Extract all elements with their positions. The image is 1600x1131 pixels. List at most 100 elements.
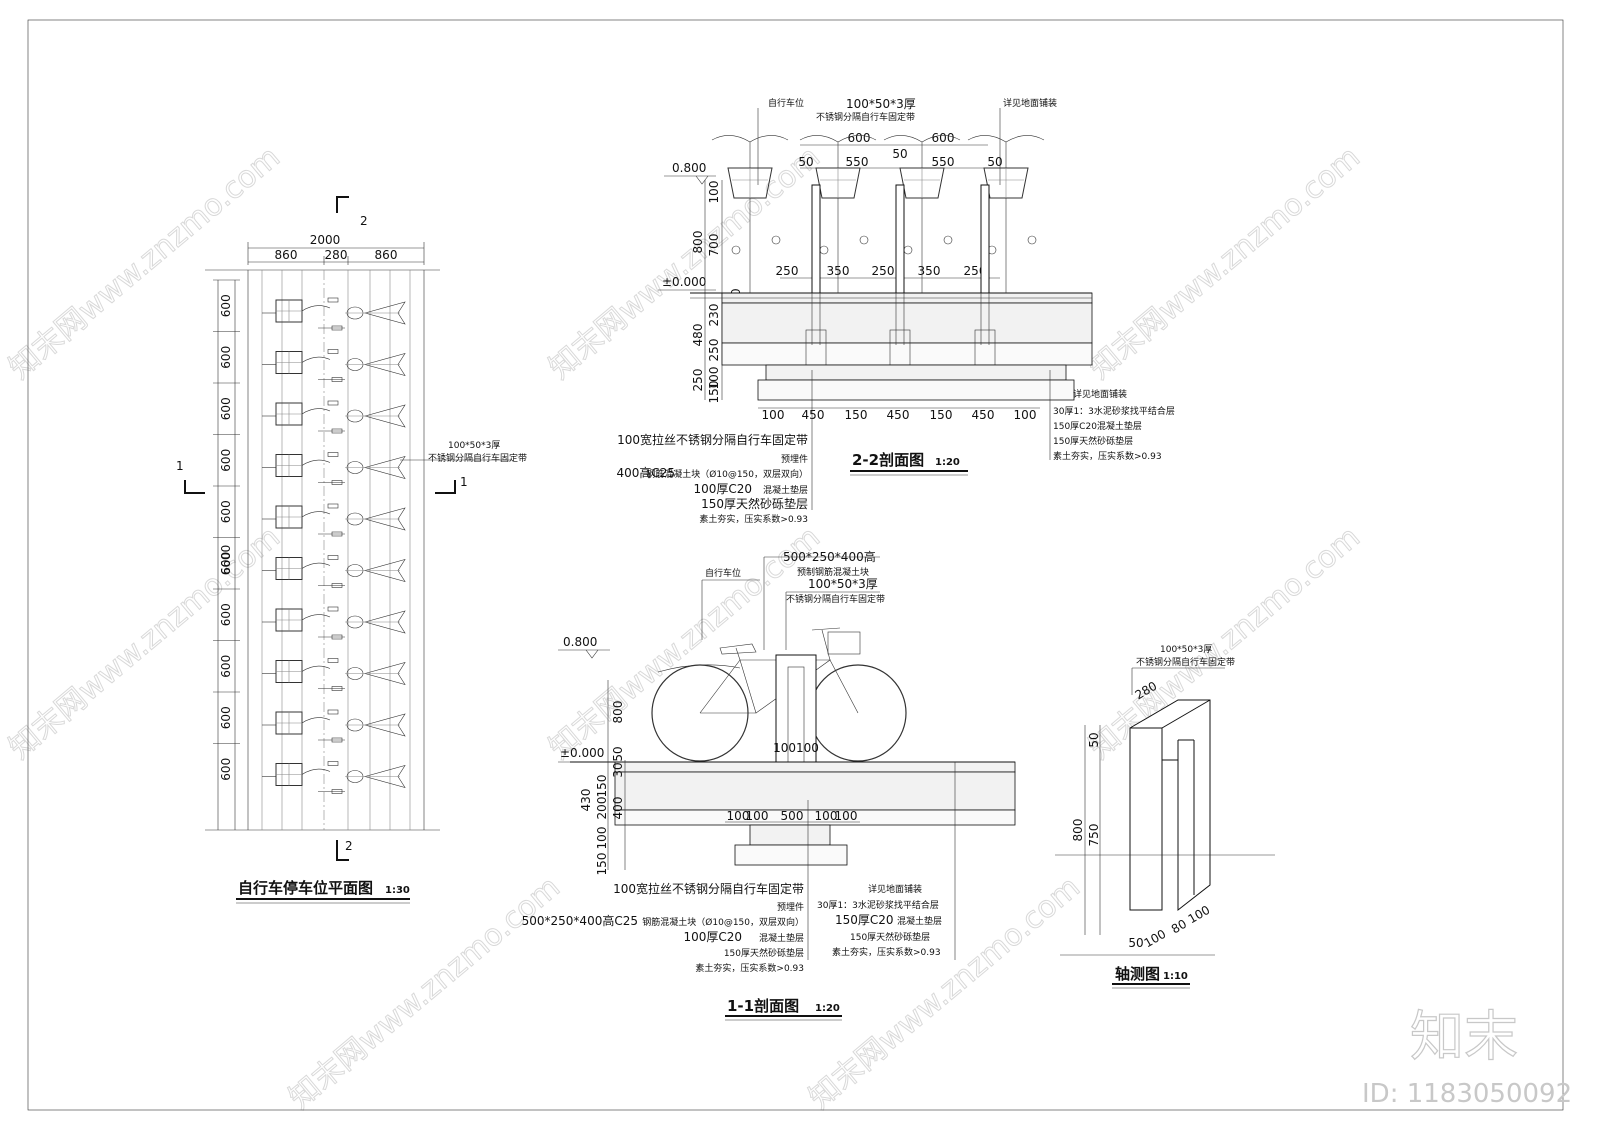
bike-parking-plan: 2000 860 280 860 2 6600 600 600 600 600 600 6… [176, 196, 527, 904]
s11-base [734, 844, 848, 866]
s11-rnote: 150厚天然砂砾垫层 [850, 931, 930, 943]
s11-note: 150厚天然砂砾垫层 [724, 947, 804, 959]
s22-sub-dim: 50 [892, 147, 907, 161]
s22-title: 2-2剖面图 [852, 451, 924, 469]
s11-vdim: 800 [611, 701, 625, 724]
section-mark-2-bottom: 2 [345, 839, 353, 853]
s11-rnote: 详见地面铺装 [868, 883, 922, 895]
s11-label-strap: 不锈钢分隔自行车固定带 [786, 593, 885, 605]
s22-label-paving: 详见地面铺装 [1003, 97, 1057, 109]
plan-width-mid: 280 [325, 248, 348, 262]
axon-dim: 100 [1186, 903, 1213, 927]
plan-spacing-dim: 600 [219, 449, 233, 472]
plan-width-left: 860 [275, 248, 298, 262]
section-mark-2-top: 2 [360, 214, 368, 228]
s22-sub-dim: 50 [987, 155, 1002, 169]
s11-label-block: 500*250*400高 [783, 549, 876, 564]
s11-base-dim: 100 [746, 809, 769, 823]
s11-rnote: 素土夯实，压实系数>0.93 [832, 946, 941, 958]
axon-dim: 80 [1169, 917, 1189, 937]
s22-rnote: 详见地面铺装 [1073, 388, 1127, 400]
plan-scale: 1:30 [385, 885, 410, 896]
axon-callout-desc: 不锈钢分隔自行车固定带 [1136, 656, 1235, 668]
watermark-text: 知末网www.znzmo.com [1083, 520, 1367, 766]
s11-note: 混凝土垫层 [759, 932, 804, 944]
s22-bike-front [711, 135, 789, 293]
s11-vdim: 200 [595, 797, 609, 820]
s11-inner-dim: 100100 [773, 741, 819, 755]
parking-slot: 600 [213, 434, 406, 485]
plan-callout-size: 100*50*3厚 [448, 440, 500, 451]
plan-spacing-dim: 600 [219, 294, 233, 317]
s22-footing [765, 364, 1067, 381]
s22-vdim: 250 [691, 369, 705, 392]
s11-note: 素土夯实，压实系数>0.93 [695, 962, 804, 974]
s11-scale: 1:20 [815, 1003, 840, 1014]
parking-slot: 600 [213, 331, 406, 382]
s11-title: 1-1剖面图 [727, 997, 799, 1015]
section-2-2: 自行车位 100*50*3厚 不锈钢分隔自行车固定带 详见地面铺装 600 60… [616, 97, 1174, 525]
plan-total-length: 6600 [219, 545, 233, 576]
plan-spacing-dim: 600 [219, 706, 233, 729]
s11-base-dim: 500 [781, 809, 804, 823]
axon-callout-size: 100*50*3厚 [1160, 644, 1212, 655]
s22-gravel-layer [721, 342, 1093, 366]
s11-note: 钢筋混凝土块（Ø10@150，双层双向） [642, 916, 804, 928]
s11-concrete [614, 771, 1016, 811]
sheet-border [27, 19, 1564, 1111]
s22-rnote: 150厚天然砂砾垫层 [1053, 435, 1133, 447]
brand-watermark: 知末 [1410, 1005, 1518, 1068]
s22-posts [711, 135, 1045, 366]
s22-note: 混凝土垫层 [763, 484, 808, 496]
s11-label-size: 100*50*3厚 [808, 577, 878, 591]
s22-note: 100宽拉丝不锈钢分隔自行车固定带 [617, 432, 808, 447]
axon-dim: 750 [1087, 824, 1101, 847]
s22-base-dim: 450 [802, 408, 825, 422]
s22-inner-dim: 250 [872, 264, 895, 278]
s22-rnote: 150厚C20混凝土垫层 [1053, 420, 1142, 432]
s22-dim-600b: 600 [932, 131, 955, 145]
watermark-text: 知末网www.znzmo.com [1083, 140, 1367, 386]
id-watermark: ID: 1183050092 [1362, 1079, 1572, 1109]
s22-elev-ground: ±0.000 [662, 275, 706, 289]
s22-label-bike-space: 自行车位 [768, 97, 804, 109]
plan-spacing-dim: 600 [219, 552, 233, 575]
axon-dim: 50 [1087, 732, 1101, 747]
s11-base-dim: 100 [815, 809, 838, 823]
s22-note: 预埋件 [781, 453, 808, 465]
s11-rnote: 混凝土垫层 [897, 915, 942, 927]
plan-width-right: 860 [375, 248, 398, 262]
s22-base-dim: 100 [762, 408, 785, 422]
watermark-text: 知末网www.znzmo.com [283, 870, 567, 1116]
s11-elev-top: 0.800 [563, 635, 597, 649]
axon-scale: 1:10 [1163, 971, 1188, 982]
s22-vdim: 150 [707, 381, 721, 404]
plan-spacing-dim: 600 [219, 500, 233, 523]
s22-inner-dim: 350 [918, 264, 941, 278]
s22-sub-dim: 550 [932, 155, 955, 169]
parking-slot: 600 [213, 588, 406, 640]
s22-concrete-layer [721, 302, 1093, 344]
plan-total-width: 2000 [310, 233, 341, 247]
s22-vdim: 230 [707, 304, 721, 327]
plan-spacing-dim: 600 [219, 346, 233, 369]
s11-vdim: 150 [595, 853, 609, 876]
s11-base-dim: 100 [835, 809, 858, 823]
s11-vdim: 100 [595, 827, 609, 850]
section-mark-1-left: 1 [176, 459, 184, 473]
s22-base-dim: 150 [845, 408, 868, 422]
parking-slot: 600 [213, 537, 406, 588]
parking-slot: 600 [213, 485, 406, 537]
s11-elev-ground: ±0.000 [560, 746, 604, 760]
s11-note: 100宽拉丝不锈钢分隔自行车固定带 [613, 881, 804, 896]
s22-sub-dim: 50 [798, 155, 813, 169]
axon-dim: 100 [1142, 927, 1169, 951]
axon-dim: 50 [1128, 936, 1143, 950]
parking-slot: 600 [213, 691, 406, 743]
s11-footing [749, 824, 831, 846]
s22-label-strap: 不锈钢分隔自行车固定带 [816, 111, 915, 123]
s11-vdim: 150 [595, 775, 609, 798]
parking-slot: 600 [213, 382, 406, 434]
plan-spacing-dim: 600 [219, 655, 233, 678]
